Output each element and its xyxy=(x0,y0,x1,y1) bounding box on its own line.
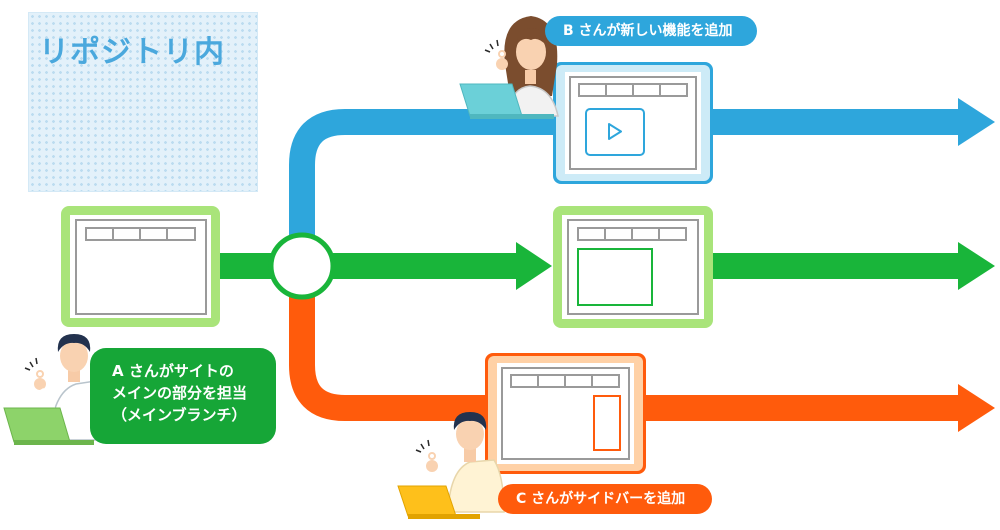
branch-point-node xyxy=(268,232,336,300)
main-site-card xyxy=(61,206,220,327)
repository-label: リポジトリ内 xyxy=(39,35,225,70)
main-arrow-head-mid xyxy=(516,242,552,290)
sidebar-area xyxy=(593,395,621,451)
person-b-illustration xyxy=(459,16,559,119)
main-updated-site-card xyxy=(553,206,713,328)
feature-c-branch-line xyxy=(289,262,962,421)
feature-c-arrow-head xyxy=(958,384,995,432)
callout-a-line-1: A さんがサイトの xyxy=(112,362,234,380)
feature-c-site-card xyxy=(485,353,646,474)
feature-b-branch-line xyxy=(289,109,962,262)
feature-b-arrow-head xyxy=(958,98,995,146)
callout-a: A さんがサイトの メインの部分を担当 （メインブランチ） xyxy=(90,348,276,444)
feature-b-site-card xyxy=(553,62,713,184)
person-c-illustration xyxy=(397,412,505,519)
callout-b: B さんが新しい機能を追加 xyxy=(545,16,757,46)
main-arrow-head-right xyxy=(958,242,995,290)
callout-c: C さんがサイドバーを追加 xyxy=(498,484,712,514)
callout-a-line-3: （メインブランチ） xyxy=(112,406,247,424)
callout-a-line-2: メインの部分を担当 xyxy=(112,384,248,402)
video-player-icon xyxy=(585,108,645,156)
main-content-area xyxy=(577,248,653,306)
repository-panel: リポジトリ内 xyxy=(28,12,258,192)
